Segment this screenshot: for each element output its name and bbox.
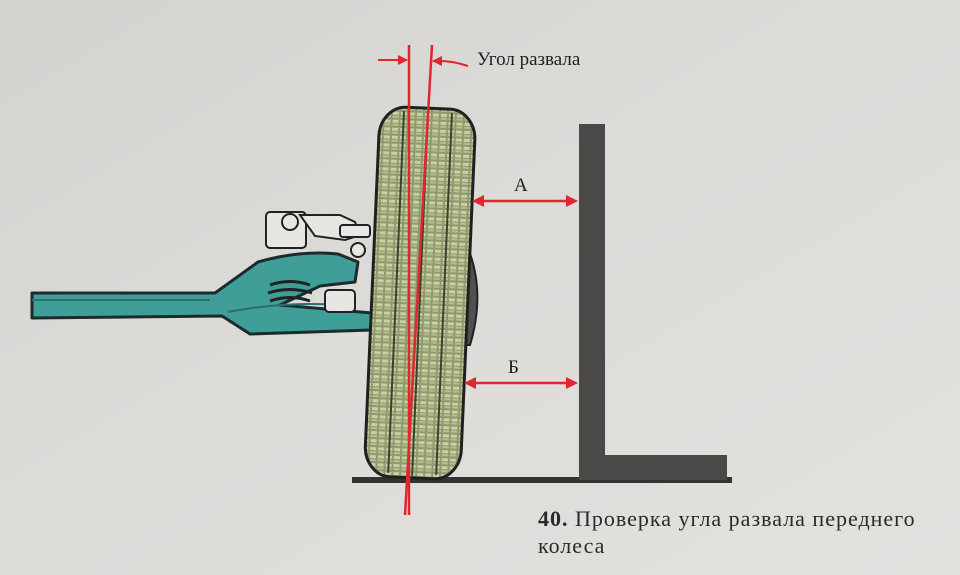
gap-b-arrow [464, 377, 578, 389]
gap-b-label: Б [508, 357, 519, 378]
spring-assembly [265, 211, 371, 313]
gap-a-label: А [514, 175, 528, 196]
gap-a-arrow [472, 195, 578, 207]
figure-caption: 40. Проверка угла развала переднего коле… [538, 505, 938, 559]
figure-number: 40. [538, 506, 569, 531]
ground-line [352, 477, 732, 483]
suspension-arm [30, 211, 374, 336]
figure-caption-text: Проверка угла развала переднего колеса [538, 506, 916, 558]
gauge-square [579, 124, 727, 480]
wheel-tire [363, 105, 477, 481]
camber-angle-label: Угол развала [477, 49, 581, 70]
camber-angle-arrows [378, 55, 469, 67]
camber-reference-lines [403, 44, 434, 516]
